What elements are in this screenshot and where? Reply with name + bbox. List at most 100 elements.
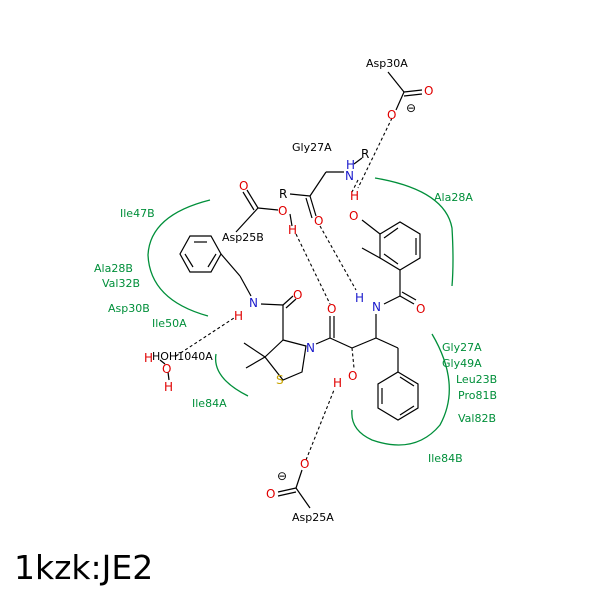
atom-h-water-2: H — [164, 380, 173, 394]
atom-n-amide: N — [249, 296, 258, 310]
minus-charge-asp30a: ⊖ — [406, 101, 416, 115]
residue-label-asp30a: Asp30A — [366, 57, 408, 70]
atom-s-thiazolidine: S — [276, 373, 284, 387]
phenyl-ring-inner-3 — [399, 376, 415, 387]
atom-o-asp25b-2: O — [278, 204, 287, 218]
bond-gly-c-r — [289, 193, 311, 197]
atom-o-asp25a-1: O — [266, 487, 275, 501]
residue-label-gly27a-top: Gly27A — [292, 141, 332, 154]
bond-co-o — [282, 295, 294, 306]
residue-label-ala28a: Ala28A — [434, 191, 473, 204]
contact-arc-ala28a — [374, 177, 454, 287]
bond-amide-o — [399, 295, 415, 305]
bond-gly-c-o-2 — [305, 197, 313, 219]
minus-charge-asp25a: ⊖ — [277, 469, 287, 483]
atom-n-chain: N — [372, 300, 381, 314]
residue-label-ile50a: Ile50A — [152, 317, 187, 330]
bond-asp25b-c-o1-2 — [242, 191, 255, 211]
hbond-gly27a-n-o — [351, 179, 359, 193]
residue-label-hoh: HOH1040A — [152, 350, 213, 363]
atom-o-asp25b-1: O — [239, 179, 248, 193]
phenol-ring-inner-3 — [383, 253, 399, 265]
atom-h-hydroxyl: H — [333, 376, 342, 390]
residue-label-gly27a: Gly27A — [442, 341, 482, 354]
bond-asp30a-c-o1 — [403, 89, 423, 93]
bond-asp25a-c-o2 — [295, 469, 303, 489]
bond-n-carbonyl — [315, 337, 331, 345]
bond-gly-c-o — [309, 195, 317, 217]
hbond-asp25a-oh — [305, 389, 335, 461]
residue-label-pro81b: Pro81B — [458, 389, 497, 402]
bond-asp25b-c-o2 — [257, 207, 279, 211]
bond-amide-o-2 — [401, 291, 417, 301]
bond-choh-chn — [351, 337, 377, 349]
bond-ring-methyl — [361, 247, 381, 259]
residue-label-ile47b: Ile47B — [120, 207, 155, 220]
bond-asp30a-c-o2 — [395, 91, 405, 111]
bond-methyl-1 — [243, 342, 266, 358]
atom-o-asp25a-2: O — [300, 457, 309, 471]
phenol-ring — [379, 221, 421, 271]
residue-label-asp25b: Asp25B — [222, 231, 264, 244]
atom-h-gly: H — [346, 158, 355, 172]
residue-label-ile84b: Ile84B — [428, 452, 463, 465]
atom-o-asp30a-1: O — [424, 84, 433, 98]
bond-asp25b-oh — [289, 213, 293, 227]
benzyl-ring — [179, 235, 222, 273]
bond-asp25b-c-ca — [235, 207, 259, 233]
bond-co-o-2 — [285, 298, 297, 309]
benzyl-ring-inner-3 — [207, 253, 217, 268]
bond-benzyl-ch2 — [220, 253, 241, 277]
bond-ring-o — [361, 219, 381, 235]
bond-chn-ch2 — [375, 337, 399, 349]
atom-n-thiazolidine: N — [306, 341, 315, 355]
phenyl-ring — [377, 371, 419, 421]
bond-methyl-2 — [245, 356, 266, 369]
atom-h-chain: H — [355, 291, 364, 305]
residue-label-ile84a: Ile84A — [192, 397, 227, 410]
atom-h-amide: H — [234, 309, 243, 323]
atom-o-phenol: O — [349, 209, 358, 223]
atom-o-amide-2: O — [416, 302, 425, 316]
residue-label-leu23b: Leu23B — [456, 373, 497, 386]
atom-h-phenol: H — [350, 189, 359, 203]
residue-label-gly49a: Gly49A — [442, 357, 482, 370]
hbond-asp30a-phenol — [357, 117, 393, 189]
hbond-water-nh — [175, 317, 235, 357]
phenol-ring-inner-2 — [383, 227, 399, 239]
residue-label-asp30b: Asp30B — [108, 302, 150, 315]
contact-arc-ile84a — [214, 353, 249, 397]
atom-o-asp30a-2: O — [387, 108, 396, 122]
atom-h-asp25b: H — [288, 223, 297, 237]
atom-r-gly-c: R — [279, 187, 287, 201]
bond-gly-ca-c — [309, 171, 327, 197]
bond-asp25b-c-o1 — [246, 189, 259, 209]
residue-label-asp25a: Asp25A — [292, 511, 334, 524]
bond-n-co — [260, 303, 284, 306]
atom-o-hydroxyl: O — [348, 369, 357, 383]
thiazolidine-ring — [264, 339, 307, 381]
contact-arc-gly27a — [351, 333, 450, 446]
bond-asp25a-c-o1-2 — [277, 491, 297, 497]
atom-r-gly-n: R — [361, 147, 369, 161]
bond-water-h1 — [159, 359, 166, 365]
atom-o-gly: O — [314, 214, 323, 228]
bond-asp25a-ca-c — [295, 487, 311, 509]
bond-gly-n-r — [353, 157, 363, 165]
bond-n-amide-c — [383, 295, 401, 305]
residue-label-val82b: Val82B — [458, 412, 496, 425]
atom-o-amide: O — [293, 288, 302, 302]
bond-carbonyl-choh — [329, 337, 353, 349]
phenyl-ring-inner-2 — [399, 405, 415, 416]
bond-asp30a-c-o1-2 — [403, 93, 423, 97]
page-title: 1kzk:JE2 — [14, 548, 154, 587]
residue-label-ala28b: Ala28B — [94, 262, 133, 275]
bond-water-h2 — [167, 371, 170, 381]
bond-choh-oh — [351, 347, 355, 369]
atom-o-carbonyl: O — [327, 302, 336, 316]
hbond-asp25b-carbonyl — [295, 233, 331, 305]
hbond-gly27a-o-nh — [319, 225, 357, 291]
contact-arc-ile47b — [147, 199, 211, 317]
bond-asp25a-c-o1 — [277, 487, 297, 493]
